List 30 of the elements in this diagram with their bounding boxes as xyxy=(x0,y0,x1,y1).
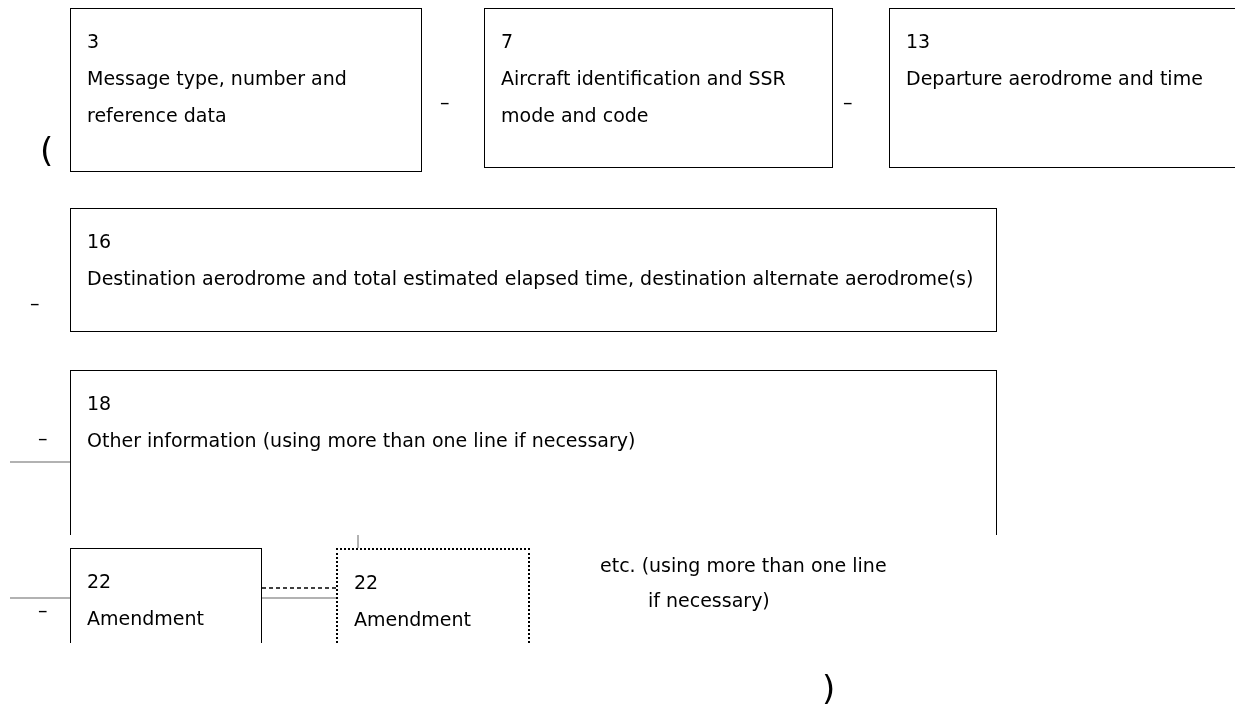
field-box xyxy=(484,8,833,168)
field-box xyxy=(70,208,997,332)
parenthesis: ( xyxy=(40,130,54,170)
separator-dash: – xyxy=(440,90,450,115)
field-description: Aircraft identification and SSR mode and code xyxy=(501,66,787,128)
field-description: Message type, number and reference data xyxy=(87,66,348,128)
separator-dash: – xyxy=(843,90,853,115)
connector-line xyxy=(261,587,337,589)
field-number: 22 xyxy=(87,569,113,594)
field-description: Other information (using more than one line if necessary) xyxy=(87,428,637,453)
separator-dash: – xyxy=(38,598,48,623)
field-number: 22 xyxy=(354,570,380,595)
field-description: Amendment xyxy=(87,606,205,631)
field-number: 18 xyxy=(87,391,113,416)
separator-dash: – xyxy=(30,291,40,316)
field-box xyxy=(70,370,997,535)
field-number: 16 xyxy=(87,229,113,254)
field-description: Destination aerodrome and total estimated elapsed time, destination alternate aerodrome(s) xyxy=(87,266,975,291)
field-box xyxy=(70,8,422,172)
field-description: Departure aerodrome and time xyxy=(906,66,1204,91)
optional-field-box xyxy=(336,548,530,643)
field-box xyxy=(889,8,1235,168)
separator-dash: – xyxy=(38,426,48,451)
field-box xyxy=(70,548,262,643)
field-number: 13 xyxy=(906,29,932,54)
field-number: 7 xyxy=(501,29,515,54)
field-number: 3 xyxy=(87,29,101,54)
note-text: etc. (using more than one line if necessary) xyxy=(600,553,888,613)
field-description: Amendment xyxy=(354,607,472,632)
parenthesis: ) xyxy=(822,668,836,708)
